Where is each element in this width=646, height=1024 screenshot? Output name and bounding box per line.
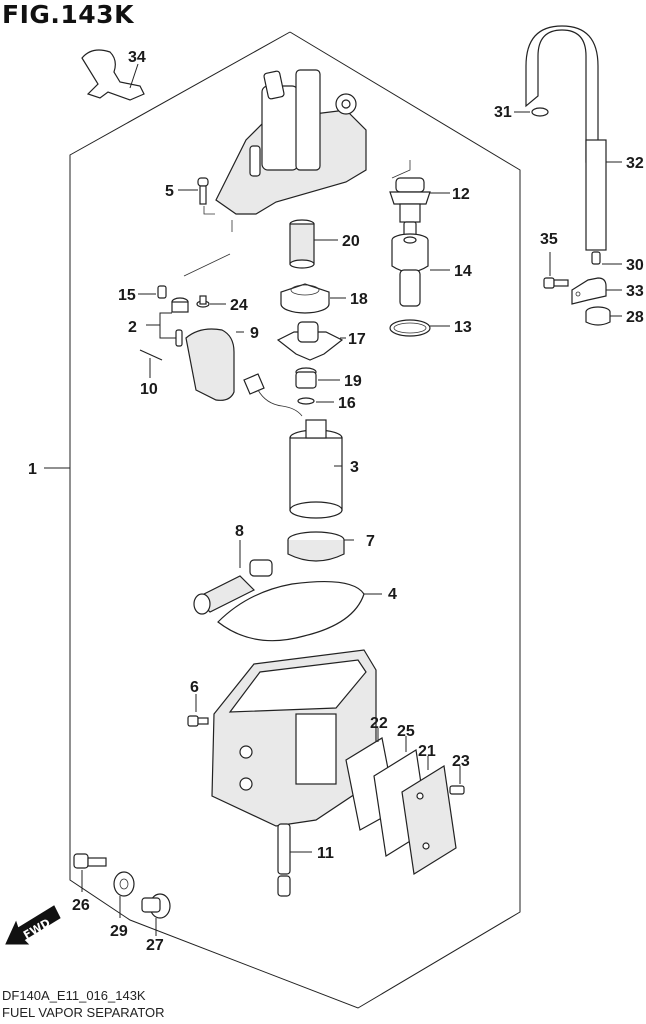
part-9-cover[interactable] [185,328,244,401]
callout-26[interactable]: 26 [72,897,90,914]
callout-30[interactable]: 30 [626,257,644,274]
separator-top-assembly[interactable] [215,69,367,232]
callout-31[interactable]: 31 [494,104,512,121]
part-15-screw[interactable] [138,285,167,299]
assembly-boundary [69,31,521,1009]
part-6-bolt[interactable] [187,694,209,727]
callout-11[interactable]: 11 [317,845,334,862]
callout-22[interactable]: 22 [370,715,388,732]
part-29-grommet[interactable] [113,871,135,918]
callout-16[interactable]: 16 [338,395,356,412]
callout-14[interactable]: 14 [454,263,472,280]
part-23-screw[interactable] [449,766,465,795]
separator-body[interactable] [211,649,377,827]
part-10-pin[interactable] [139,349,163,378]
callout-35[interactable]: 35 [540,231,558,248]
callout-18[interactable]: 18 [350,291,368,308]
callout-23[interactable]: 23 [452,753,470,770]
part-33-clamp[interactable] [571,277,622,305]
part-4-gasket[interactable] [217,580,382,642]
part-7-cushion[interactable] [287,531,354,562]
part-28-grommet[interactable] [585,306,622,326]
part-21-cover-plate[interactable] [401,756,457,875]
part-32-hose[interactable] [525,25,622,251]
part-2-plug-set[interactable] [146,297,189,347]
callout-15[interactable]: 15 [118,287,136,304]
figure-name: FUEL VAPOR SEPARATOR [2,1005,165,1020]
callout-2[interactable]: 2 [128,319,137,336]
callout-28[interactable]: 28 [626,309,644,326]
part-16-o-ring[interactable] [297,397,334,405]
part-19-nozzle[interactable] [295,367,340,389]
callout-27[interactable]: 27 [146,937,164,954]
part-18-seat[interactable] [280,283,346,314]
part-26-bolt[interactable] [73,853,107,892]
part-24-screw[interactable] [196,295,226,308]
callout-4[interactable]: 4 [388,586,397,603]
callout-8[interactable]: 8 [235,523,244,540]
callout-3[interactable]: 3 [350,459,359,476]
callout-10[interactable]: 10 [140,381,158,398]
callout-34[interactable]: 34 [128,49,146,66]
fwd-arrow-icon: FWD [5,905,61,945]
part-3-fuel-pump[interactable] [243,373,343,519]
callout-5[interactable]: 5 [165,183,174,200]
callout-6[interactable]: 6 [190,679,199,696]
part-31-clip[interactable] [514,107,549,117]
part-27-collar[interactable] [141,893,171,936]
callout-17[interactable]: 17 [348,331,366,348]
part-30-fitting[interactable] [591,251,622,265]
part-5-screw[interactable] [178,177,209,205]
callout-9[interactable]: 9 [250,325,259,342]
callout-33[interactable]: 33 [626,283,644,300]
callout-7[interactable]: 7 [366,533,375,550]
part-8-filter[interactable] [193,540,273,615]
part-34-clamp[interactable] [81,49,145,101]
callout-13[interactable]: 13 [454,319,472,336]
figure-title: FIG.143K [2,0,134,29]
callout-24[interactable]: 24 [230,297,248,314]
callout-25[interactable]: 25 [397,723,415,740]
callout-20[interactable]: 20 [342,233,360,250]
callout-12[interactable]: 12 [452,186,470,203]
figure-code: DF140A_E11_016_143K [2,988,146,1003]
part-12-pressure-regulator[interactable] [389,177,450,237]
callout-19[interactable]: 19 [344,373,362,390]
part-14-cap[interactable] [391,233,450,307]
callout-32[interactable]: 32 [626,155,644,172]
part-20-filter[interactable] [289,219,338,269]
part-11-hose[interactable] [277,823,312,897]
part-13-o-ring[interactable] [389,319,450,337]
callout-1[interactable]: 1 [28,461,37,478]
callout-21[interactable]: 21 [418,743,436,760]
part-35-bolt[interactable] [543,252,569,289]
callout-29[interactable]: 29 [110,923,128,940]
part-17-bracket[interactable] [276,321,346,361]
